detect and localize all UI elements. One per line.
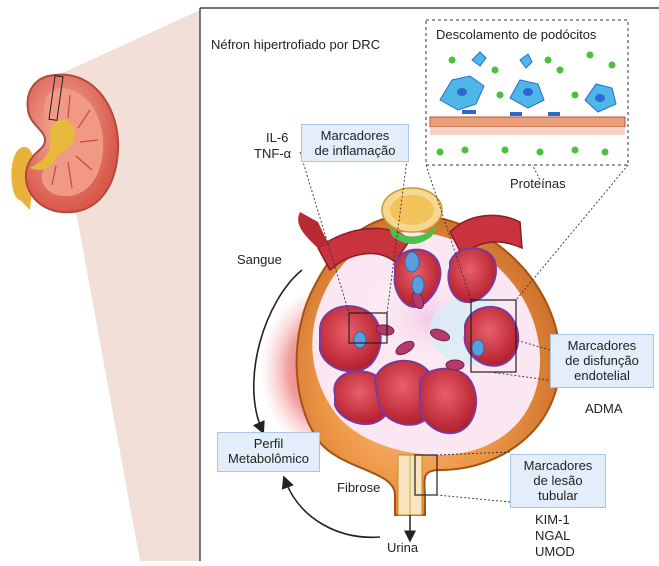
blood-label: Sangue [237,252,282,267]
fibrosis-label: Fibrose [337,480,380,495]
metabolomic-box-line1: Perfil [224,436,313,451]
umod-label: UMOD [535,544,575,559]
proteins-label: Proteínas [510,176,566,191]
tubular-box-line1: Marcadores [517,458,599,473]
il6-label: IL-6 [266,130,288,145]
metabolomic-box-line2: Metabolômico [224,451,313,466]
endothelial-markers-box: Marcadores de disfunção endotelial [550,334,654,388]
adma-label: ADMA [585,401,623,416]
tubular-markers-box: Marcadores de lesão tubular [510,454,606,508]
inflammation-box-line2: de inflamação [308,143,402,158]
inflammation-box-line1: Marcadores [308,128,402,143]
diagram-title: Néfron hipertrofiado por DRC [211,37,380,52]
endothelial-box-line3: endotelial [557,368,647,383]
endothelial-box-line2: de disfunção [557,353,647,368]
tubular-box-line2: de lesão [517,473,599,488]
tubular-box-line3: tubular [517,488,599,503]
podocyte-panel-title: Descolamento de podócitos [436,27,596,42]
inflammation-markers-box: Marcadores de inflamação [301,124,409,162]
endothelial-box-line1: Marcadores [557,338,647,353]
tnfa-label: TNF-α [254,146,291,161]
kidney-icon [11,75,118,213]
ngal-label: NGAL [535,528,570,543]
urine-label: Urina [387,540,418,555]
metabolomic-profile-box: Perfil Metabolômico [217,432,320,472]
tubule [398,455,422,538]
kim1-label: KIM-1 [535,512,570,527]
